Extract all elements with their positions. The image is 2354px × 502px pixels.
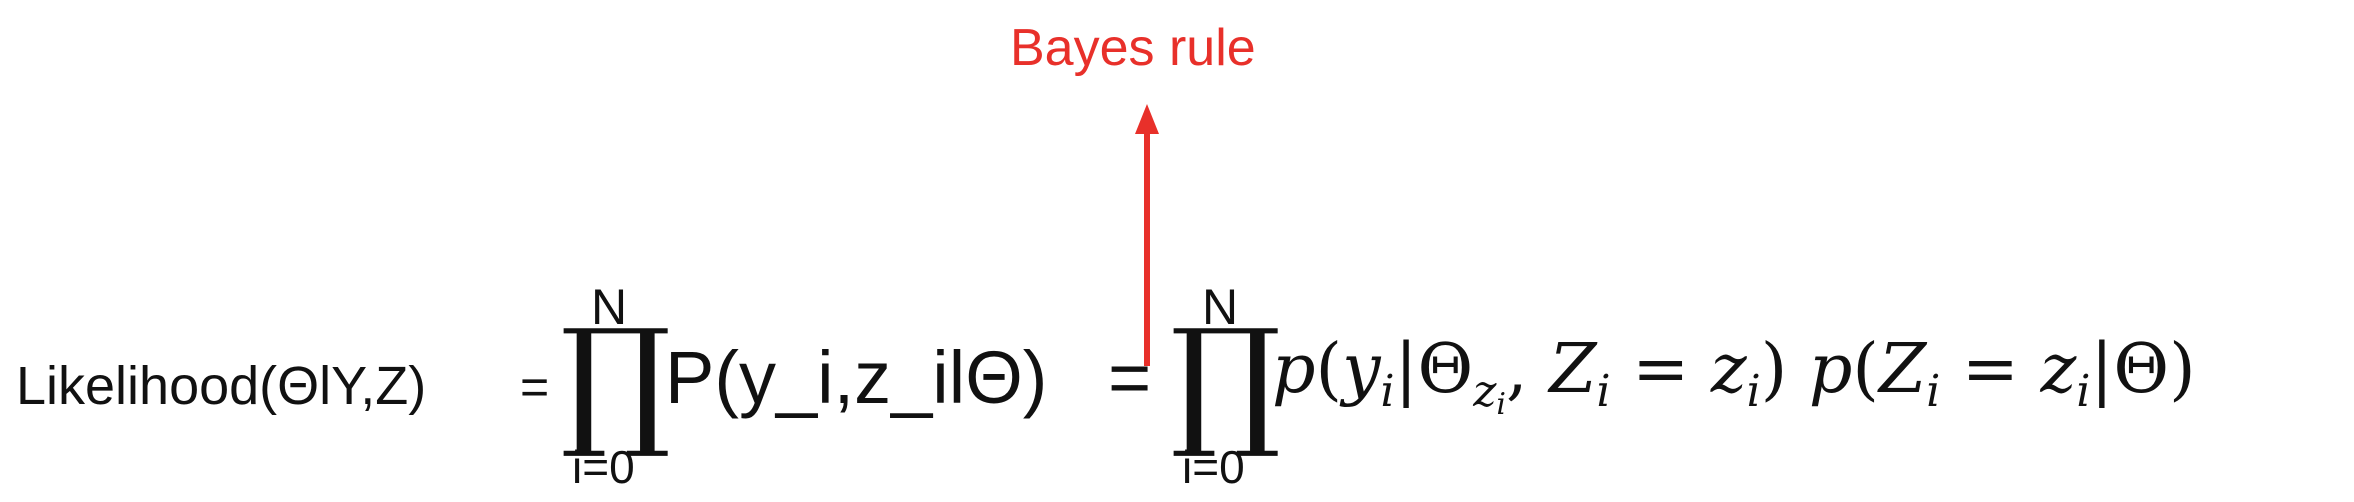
conditional-bar-1: | — [1394, 330, 1418, 409]
comma: , — [1506, 330, 1550, 409]
Z-subscript-1: i — [1596, 366, 1611, 417]
equals-sign-2: = — [1108, 336, 1152, 419]
product-1-upper-bound: N — [591, 279, 628, 335]
bayes-rule-label: Bayes rule — [1010, 19, 1256, 77]
equals-inner-1: = — [1610, 330, 1711, 409]
y-variable: y — [1342, 330, 1381, 409]
Z-variable-2: Z — [1878, 330, 1927, 409]
z-variable-2: z — [2040, 330, 2077, 409]
equals-sign-1: = — [520, 359, 550, 415]
product-1-symbol: ∏ — [560, 300, 672, 463]
z-subscript-2: i — [2076, 366, 2091, 417]
open-paren-1: ( — [1315, 330, 1343, 409]
Z-subscript-2: i — [1926, 366, 1941, 417]
arrow-head — [1135, 104, 1159, 134]
p-symbol-1: p — [1272, 330, 1316, 409]
z-variable-1: z — [1710, 330, 1747, 409]
p-symbol-2: p — [1808, 330, 1853, 409]
equals-inner-2: = — [1940, 330, 2041, 409]
Z-variable-1: Z — [1549, 330, 1597, 409]
product-2-lower-bound: i=0 — [1182, 441, 1245, 493]
joint-probability-term: P(y_i,z_ilΘ) — [665, 336, 1048, 419]
y-subscript: i — [1380, 366, 1395, 417]
factorized-probability-term: p(yi|Θzi, Zi = zi) p(Zi = zi|Θ) — [1272, 330, 2196, 420]
theta-symbol-2: Θ — [2113, 330, 2170, 409]
open-paren-2: ( — [1852, 330, 1879, 409]
equation-lhs: Likelihood(ΘlY,Z) — [16, 356, 427, 416]
z-subscript-1: i — [1746, 366, 1761, 417]
theta-subscript-i: i — [1496, 387, 1507, 422]
product-1-lower-bound: i=0 — [572, 441, 635, 493]
theta-subscript-z: z — [1473, 366, 1497, 417]
product-2-symbol: ∏ — [1170, 300, 1282, 463]
close-paren-1: ) — [1760, 330, 1788, 409]
bayes-rule-arrow — [1135, 104, 1159, 366]
close-paren-2: ) — [2169, 330, 2196, 409]
conditional-bar-2: | — [2090, 330, 2114, 409]
theta-subscript: zi — [1473, 366, 1506, 420]
product-2-upper-bound: N — [1202, 279, 1239, 335]
theta-symbol-1: Θ — [1417, 330, 1474, 409]
